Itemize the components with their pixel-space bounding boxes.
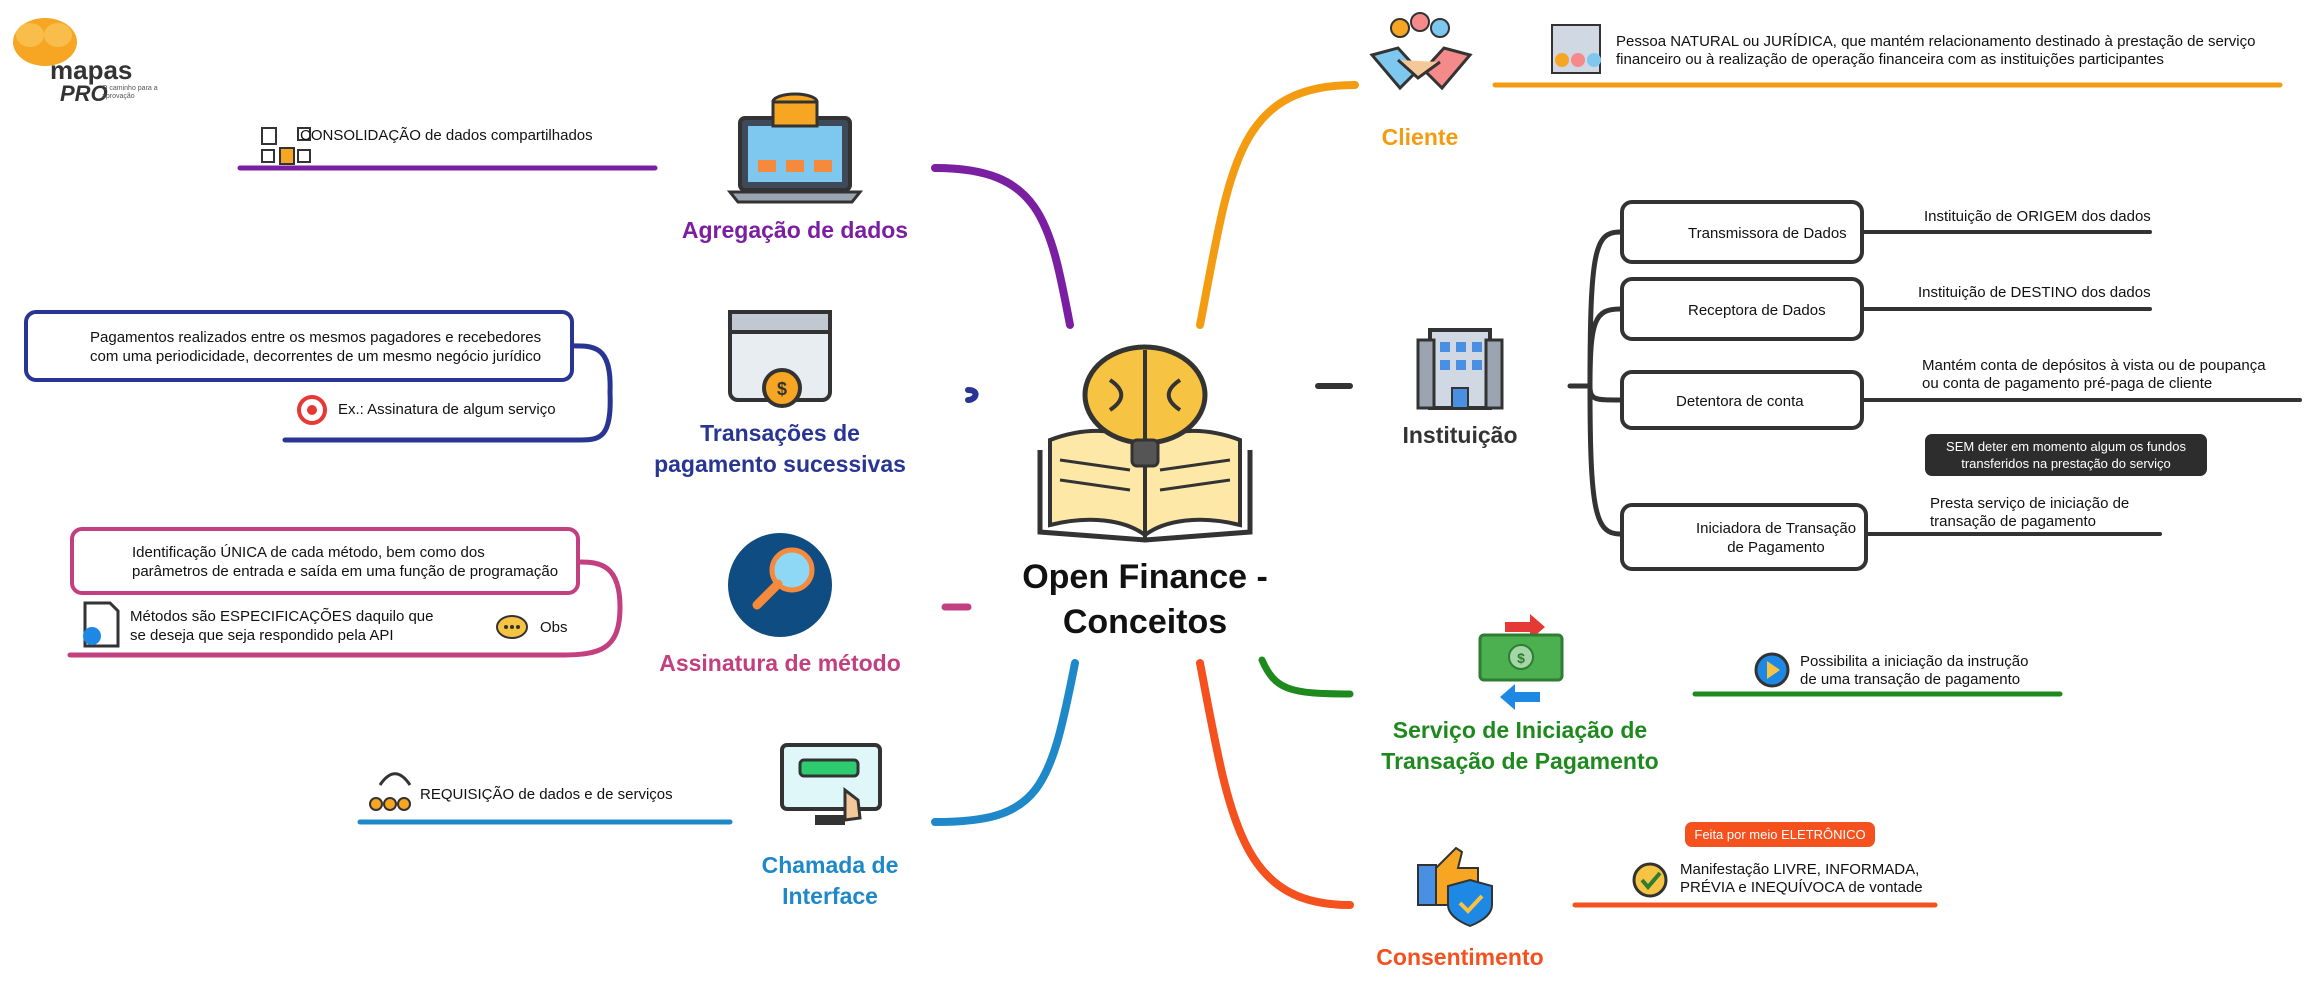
servico-connector: [1258, 656, 2063, 698]
iniciadora-box: Iniciadora de Transação de Pagamento: [1620, 503, 1868, 571]
data-network-icon: [261, 127, 311, 165]
iniciadora-label-line2: de Pagamento: [1727, 539, 1825, 556]
servico-title-line2: Transação de Pagamento: [1381, 748, 1659, 774]
chamada-title-line1: Chamada de: [761, 852, 899, 878]
logo-name: mapas: [50, 55, 133, 85]
transacoes-box-line1: Pagamentos realizados entre os mesmos pa…: [90, 329, 542, 346]
detentora-desc-line1: Mantém conta de depósitos à vista ou de …: [1922, 357, 2266, 374]
brain-logo-icon: [13, 18, 77, 66]
detentora-box: Detentora de conta: [1620, 370, 1864, 430]
transmissora-desc: Instituição de ORIGEM dos dados: [1924, 208, 2151, 225]
search-circle-icon: [728, 533, 832, 637]
clients-building-icon: [1551, 24, 1601, 74]
cliente-title: Cliente: [1381, 124, 1459, 150]
agregacao-note: CONSOLIDAÇÃO de dados compartilhados: [300, 127, 593, 144]
iniciadora-desc-line1: Presta serviço de iniciação de: [1930, 495, 2130, 512]
thumbs-up-shield-icon: [1417, 846, 1493, 928]
assinatura-connector: [67, 559, 972, 658]
assinatura-box-line1: Identificação ÚNICA de cada método, bem …: [132, 544, 485, 561]
assinatura-box: Identificação ÚNICA de cada método, bem …: [70, 527, 580, 595]
instituicao-title: Instituição: [1402, 422, 1518, 448]
receptora-label: Receptora de Dados: [1688, 302, 1826, 319]
receptora-desc: Instituição de DESTINO dos dados: [1918, 284, 2151, 301]
servico-title: Serviço de Iniciação de Transação de Pag…: [1345, 715, 1695, 777]
logo-tagline: O caminho para a aprovação: [102, 85, 158, 100]
iniciadora-desc-line2: transação de pagamento: [1930, 513, 2096, 530]
money-transfer-icon: $: [1478, 614, 1564, 710]
chamada-title: Chamada de Interface: [720, 850, 940, 912]
assinatura-spec-line2: se deseja que seja respondido pela API: [130, 627, 394, 644]
chat-bubble-icon: [496, 615, 528, 639]
transacoes-box: Pagamentos realizados entre os mesmos pa…: [24, 310, 574, 382]
building-icon: [1416, 328, 1504, 410]
instituicao-connector: [1315, 229, 2302, 537]
chamada-connector: [357, 659, 1079, 826]
target-icon: [297, 395, 327, 425]
assinatura-spec-line1: Métodos são ESPECIFICAÇÕES daquilo que: [130, 608, 434, 625]
transacoes-title: Transações de pagamento sucessivas: [620, 418, 940, 480]
servico-note-line2: de uma transação de pagamento: [1800, 671, 2021, 688]
assinatura-title: Assinatura de método: [659, 650, 901, 676]
request-people-icon: [369, 772, 412, 811]
assinatura-obs: Obs: [540, 619, 568, 636]
sem-deter-line2: transferidos na prestação do serviço: [1961, 456, 2171, 471]
cliente-connector: [1196, 81, 2283, 329]
transacoes-title-line1: Transações de: [700, 420, 860, 446]
handshake-icon: [1369, 12, 1473, 91]
sem-deter-bubble: SEM deter em momento algum os fundos tra…: [1925, 434, 2207, 476]
cliente-note-line2: financeiro ou à realização de operação f…: [1616, 51, 2164, 68]
logo-sub: PRO: [60, 81, 108, 106]
detentora-label: Detentora de conta: [1676, 393, 1804, 410]
chamada-title-line2: Interface: [782, 883, 878, 909]
transacoes-box-line2: com uma periodicidade, decorrentes de um…: [90, 348, 542, 365]
monitor-click-icon: [780, 743, 882, 825]
transmissora-box: Transmissora de Dados: [1620, 200, 1864, 264]
agregacao-title: Agregação de dados: [681, 217, 909, 243]
cliente-note-line1: Pessoa NATURAL ou JURÍDICA, que mantém r…: [1616, 33, 2256, 50]
central-title: Open Finance - Conceitos: [980, 555, 1310, 645]
assinatura-box-line2: parâmetros de entrada e saída em uma fun…: [132, 563, 559, 580]
sem-deter-line1: SEM deter em momento algum os fundos: [1946, 439, 2186, 454]
receptora-box: Receptora de Dados: [1620, 277, 1864, 341]
eletronico-bubble: Feita por meio ELETRÔNICO: [1685, 822, 1875, 847]
agregacao-connector: [237, 164, 1074, 329]
central-title-line2: Conceitos: [1062, 603, 1228, 641]
svg-text:$: $: [1517, 650, 1525, 666]
consentimento-note-line1: Manifestação LIVRE, INFORMADA,: [1680, 861, 1920, 878]
transacoes-example: Ex.: Assinatura de algum serviço: [338, 401, 556, 418]
brain-book-icon: [1037, 344, 1253, 543]
detentora-desc-line2: ou conta de pagamento pré-paga de client…: [1922, 375, 2213, 392]
servico-title-line1: Serviço de Iniciação de: [1392, 717, 1648, 743]
consentimento-note-line2: PRÉVIA e INEQUÍVOCA de vontade: [1680, 879, 1923, 896]
central-title-line1: Open Finance -: [1022, 558, 1268, 596]
transmissora-label: Transmissora de Dados: [1688, 225, 1847, 242]
iniciadora-label-line1: Iniciadora de Transação: [1695, 520, 1857, 537]
database-laptop-icon: [726, 92, 864, 204]
play-circle-icon: [1754, 652, 1790, 688]
svg-text:$: $: [777, 379, 787, 399]
calendar-dollar-icon: $: [728, 310, 832, 408]
consentimento-connector: [1196, 659, 1938, 909]
transacoes-title-line2: pagamento sucessivas: [654, 451, 906, 477]
consentimento-title: Consentimento: [1376, 944, 1544, 970]
check-circle-icon: [1632, 862, 1668, 898]
document-info-icon: [83, 601, 120, 648]
chamada-note: REQUISIÇÃO de dados e de serviços: [420, 786, 673, 803]
servico-note-line1: Possibilita a iniciação da instrução: [1800, 653, 2029, 670]
